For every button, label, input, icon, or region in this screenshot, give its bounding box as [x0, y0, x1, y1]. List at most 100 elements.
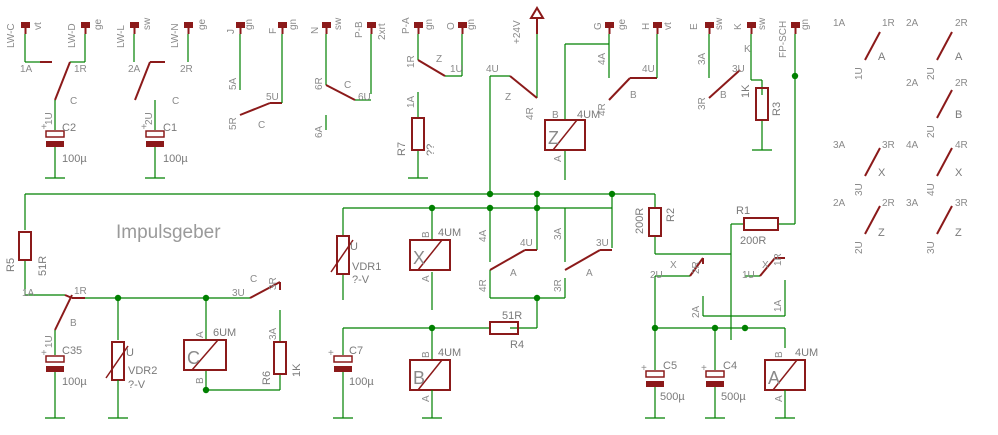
contact-label: 3A	[697, 52, 708, 65]
relay-type: 4UM	[577, 109, 600, 121]
connector-name: K	[733, 23, 744, 30]
relay-coil-a[interactable]: A B A 4UM	[764, 347, 818, 419]
resistor-r2[interactable]: 200R R2	[634, 207, 677, 237]
contact-label: 1A	[833, 18, 846, 29]
relay-type: 4UM	[438, 227, 461, 239]
varistor-vdr2[interactable]: U VDR2 ?-V	[105, 341, 157, 419]
relay-coil-x[interactable]: X B A 4UM	[409, 227, 461, 282]
contact-label: 6A	[314, 125, 325, 138]
contact-label: A	[510, 268, 517, 279]
connector-n[interactable]: N sw	[310, 17, 344, 34]
contact-label: B	[630, 90, 637, 101]
contact-label: 3R	[553, 279, 564, 292]
connector-lw-n[interactable]: LW-N ge	[170, 18, 208, 48]
connector-pin: gn	[424, 19, 435, 30]
contacts-middle: 4A 4U 4R A 3A 3U 3R A 1A 1R B 3U 3R C 3A…	[22, 227, 785, 340]
connector-pin: gn	[244, 19, 255, 30]
contact-label: C	[172, 96, 179, 107]
resistor-r7[interactable]: 1A R7 ??	[396, 95, 437, 179]
connector-name: LW-N	[170, 23, 181, 48]
contact-label: 1A	[773, 299, 784, 312]
contact-label: 1R	[74, 286, 87, 297]
connector-f[interactable]: F gn	[268, 19, 299, 34]
supply-label: +24V	[512, 20, 523, 44]
svg-text:+: +	[641, 363, 647, 374]
varistor-vdr1[interactable]: U VDR1 ?-V	[330, 235, 381, 286]
resistor-ref: R4	[510, 339, 524, 351]
resistor-r4[interactable]: 51R R4	[489, 310, 524, 351]
capacitor-c1[interactable]: + 2U C1 100µ	[141, 112, 188, 179]
relay-coil-c[interactable]: C A B 6UM	[183, 327, 236, 384]
connector-p-b[interactable]: P-B 2xrt	[354, 21, 388, 40]
connector-e[interactable]: E sw	[689, 17, 725, 34]
svg-text:B: B	[774, 351, 785, 358]
capacitor-ref: C4	[723, 360, 737, 372]
contact-label: 2A	[906, 18, 919, 29]
connector-pin: ge	[617, 18, 628, 30]
contact-label: 5R	[228, 117, 239, 130]
resistor-value: ??	[425, 144, 437, 156]
contact-label: 2R	[691, 261, 702, 274]
contact-label: 1U	[854, 67, 865, 80]
contact-label: 2A	[128, 64, 141, 75]
capacitor-ref: C1	[163, 122, 177, 134]
connector-h[interactable]: H vt	[641, 22, 674, 34]
resistor-r1[interactable]: R1 200R	[736, 205, 779, 247]
capacitor-value: 100µ	[163, 153, 188, 165]
relay-coil-z[interactable]: Z B A 4UM	[544, 109, 600, 162]
connector-pin: vt	[663, 22, 674, 30]
capacitor-c35[interactable]: + 1U C35 100µ	[41, 330, 87, 419]
varistor-symbol: U	[350, 241, 358, 253]
capacitor-ref: C35	[62, 345, 82, 357]
contact-label: A	[878, 51, 886, 63]
connector-p-a[interactable]: P-A gn	[401, 17, 435, 34]
connector-o[interactable]: O gn	[446, 19, 477, 34]
connector-lw-c[interactable]: LW-C vt	[6, 22, 44, 48]
relay-coil-b[interactable]: B B A 4UM	[409, 347, 461, 419]
contact-label: 6U	[358, 92, 371, 103]
contact-label: A	[955, 51, 963, 63]
resistor-r5[interactable]: R5 51R	[5, 231, 49, 276]
connector-pin: sw	[142, 17, 153, 30]
capacitor-c4[interactable]: + C4 500µ	[701, 360, 746, 419]
connector-name: LW-D	[67, 23, 78, 48]
contact-label: C	[344, 80, 351, 91]
contact-label: A	[586, 268, 593, 279]
contact-label: 2U	[144, 112, 155, 125]
capacitor-c5[interactable]: + C5 500µ	[641, 360, 685, 419]
svg-text:+: +	[701, 363, 707, 374]
capacitor-c2[interactable]: + 1U C2 100µ	[41, 112, 87, 179]
relay-letter: C	[187, 348, 200, 368]
connector-g[interactable]: G ge	[593, 18, 628, 34]
contact-label: 3U	[854, 183, 865, 196]
contact-label: 4U	[486, 64, 499, 75]
contact-label: 2U	[926, 125, 937, 138]
connector-j[interactable]: J gn	[226, 19, 255, 34]
resistor-r3[interactable]: 1K R3	[740, 84, 783, 151]
connector-k[interactable]: K sw	[733, 17, 768, 34]
connector-lw-l[interactable]: LW-L sw	[116, 17, 153, 48]
resistor-value: 51R	[502, 310, 522, 322]
capacitor-value: 100µ	[349, 376, 374, 388]
svg-text:B: B	[421, 351, 432, 358]
contact-label: 4A	[478, 229, 489, 242]
contact-label: 1A	[406, 95, 417, 108]
supply-24v: +24V	[512, 6, 545, 76]
connector-name: FP-SCH	[778, 21, 789, 58]
contact-label: X	[762, 260, 769, 271]
connector-lw-d[interactable]: LW-D ge	[67, 18, 104, 48]
connector-pin: ge	[197, 18, 208, 30]
contact-label: 1R	[74, 64, 87, 75]
svg-text:A: A	[421, 275, 432, 282]
contact-label: 1A	[20, 64, 33, 75]
resistor-r6[interactable]: R6 1K	[261, 341, 303, 385]
contact-label: K	[744, 44, 751, 55]
contact-label: C	[258, 120, 265, 131]
contact-label: 3U	[732, 64, 745, 75]
contact-label: 6R	[314, 77, 325, 90]
contact-label: 3A	[553, 227, 564, 240]
contact-label: C	[250, 274, 257, 285]
capacitor-c7[interactable]: + C7 100µ	[328, 345, 374, 419]
contact-label: 1A	[22, 288, 35, 299]
connector-fp-sch[interactable]: FP-SCH gn	[778, 19, 811, 58]
